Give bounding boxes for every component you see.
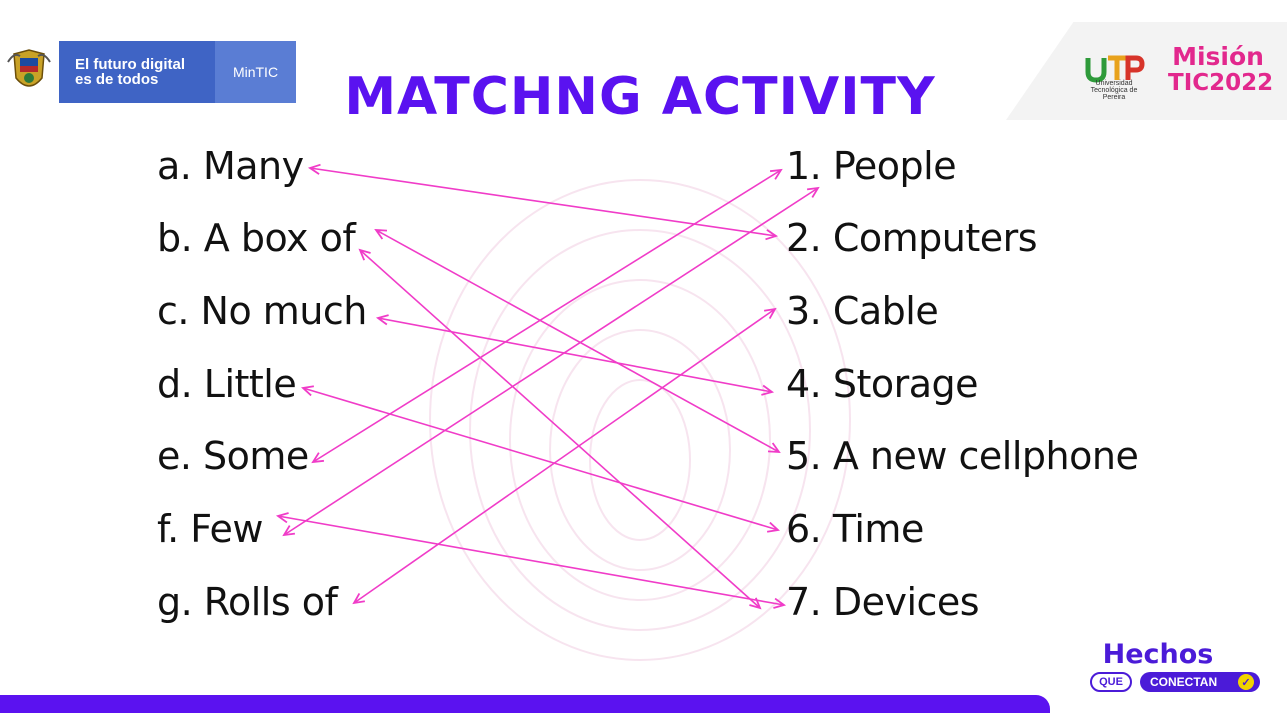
left-item-a: a. Many <box>157 144 304 188</box>
brand-text: El futuro digital es de todos <box>75 56 185 88</box>
left-item-c: c. No much <box>157 289 367 333</box>
utp-logo-icon <box>1085 55 1145 83</box>
match-line-d-6 <box>302 387 779 531</box>
match-line-f-1 <box>283 187 819 536</box>
mintic-brand: El futuro digital es de todos MinTIC <box>59 41 296 103</box>
arrow-head <box>352 592 366 605</box>
match-line-a-2 <box>309 167 777 237</box>
arrow-head <box>763 307 777 320</box>
match-line-b-5 <box>375 229 780 453</box>
hechos-logo-text: Hechos <box>1102 639 1214 670</box>
utp-name: Universidad Tecnológica de Pereira <box>1090 80 1138 101</box>
brand-sub-label: MinTIC <box>215 41 296 103</box>
arrow-head <box>358 248 371 261</box>
right-item-6: 6. Time <box>786 507 924 551</box>
right-item-1: 1. People <box>786 144 957 188</box>
arrow-head <box>767 442 781 453</box>
arrow-head <box>766 521 780 533</box>
right-item-3: 3. Cable <box>786 289 939 333</box>
arrow-head <box>307 163 321 175</box>
arrow-head <box>749 597 762 610</box>
right-item-7: 7. Devices <box>786 580 980 624</box>
conectan-badge: CONECTAN <box>1140 672 1260 692</box>
page-title: MATCHNG ACTIVITY <box>344 67 936 127</box>
mision-tic-logo-line1: Misión <box>1172 42 1264 71</box>
arrow-head <box>769 168 783 180</box>
arrow-head <box>375 314 389 326</box>
que-badge: QUE <box>1090 672 1132 692</box>
match-line-b-7 <box>359 249 761 609</box>
match-line-g-3 <box>353 308 776 604</box>
right-item-4: 4. Storage <box>786 362 979 406</box>
left-item-b: b. A box of <box>157 216 356 260</box>
match-line-c-4 <box>377 317 773 393</box>
colombia-crest-icon <box>7 49 51 87</box>
arrow-head <box>311 452 325 464</box>
arrow-head <box>765 229 779 241</box>
right-item-2: 2. Computers <box>786 216 1038 260</box>
footer-bar <box>0 695 1050 713</box>
match-line-f-7 <box>277 515 785 606</box>
mision-tic-logo-line2: TIC2022 <box>1168 70 1274 96</box>
arrow-head <box>374 229 388 240</box>
arrow-head <box>806 186 820 198</box>
match-line-e-1 <box>312 169 782 463</box>
left-item-f: f. Few <box>157 507 264 551</box>
left-item-g: g. Rolls of <box>157 580 338 624</box>
arrow-head <box>761 384 775 396</box>
check-icon: ✓ <box>1238 674 1254 690</box>
arrow-head <box>275 512 289 524</box>
arrow-head <box>301 385 315 397</box>
right-item-5: 5. A new cellphone <box>786 434 1139 478</box>
arrow-head <box>773 597 787 609</box>
arrow-head <box>282 525 296 537</box>
left-item-d: d. Little <box>157 362 297 406</box>
left-item-e: e. Some <box>157 434 309 478</box>
